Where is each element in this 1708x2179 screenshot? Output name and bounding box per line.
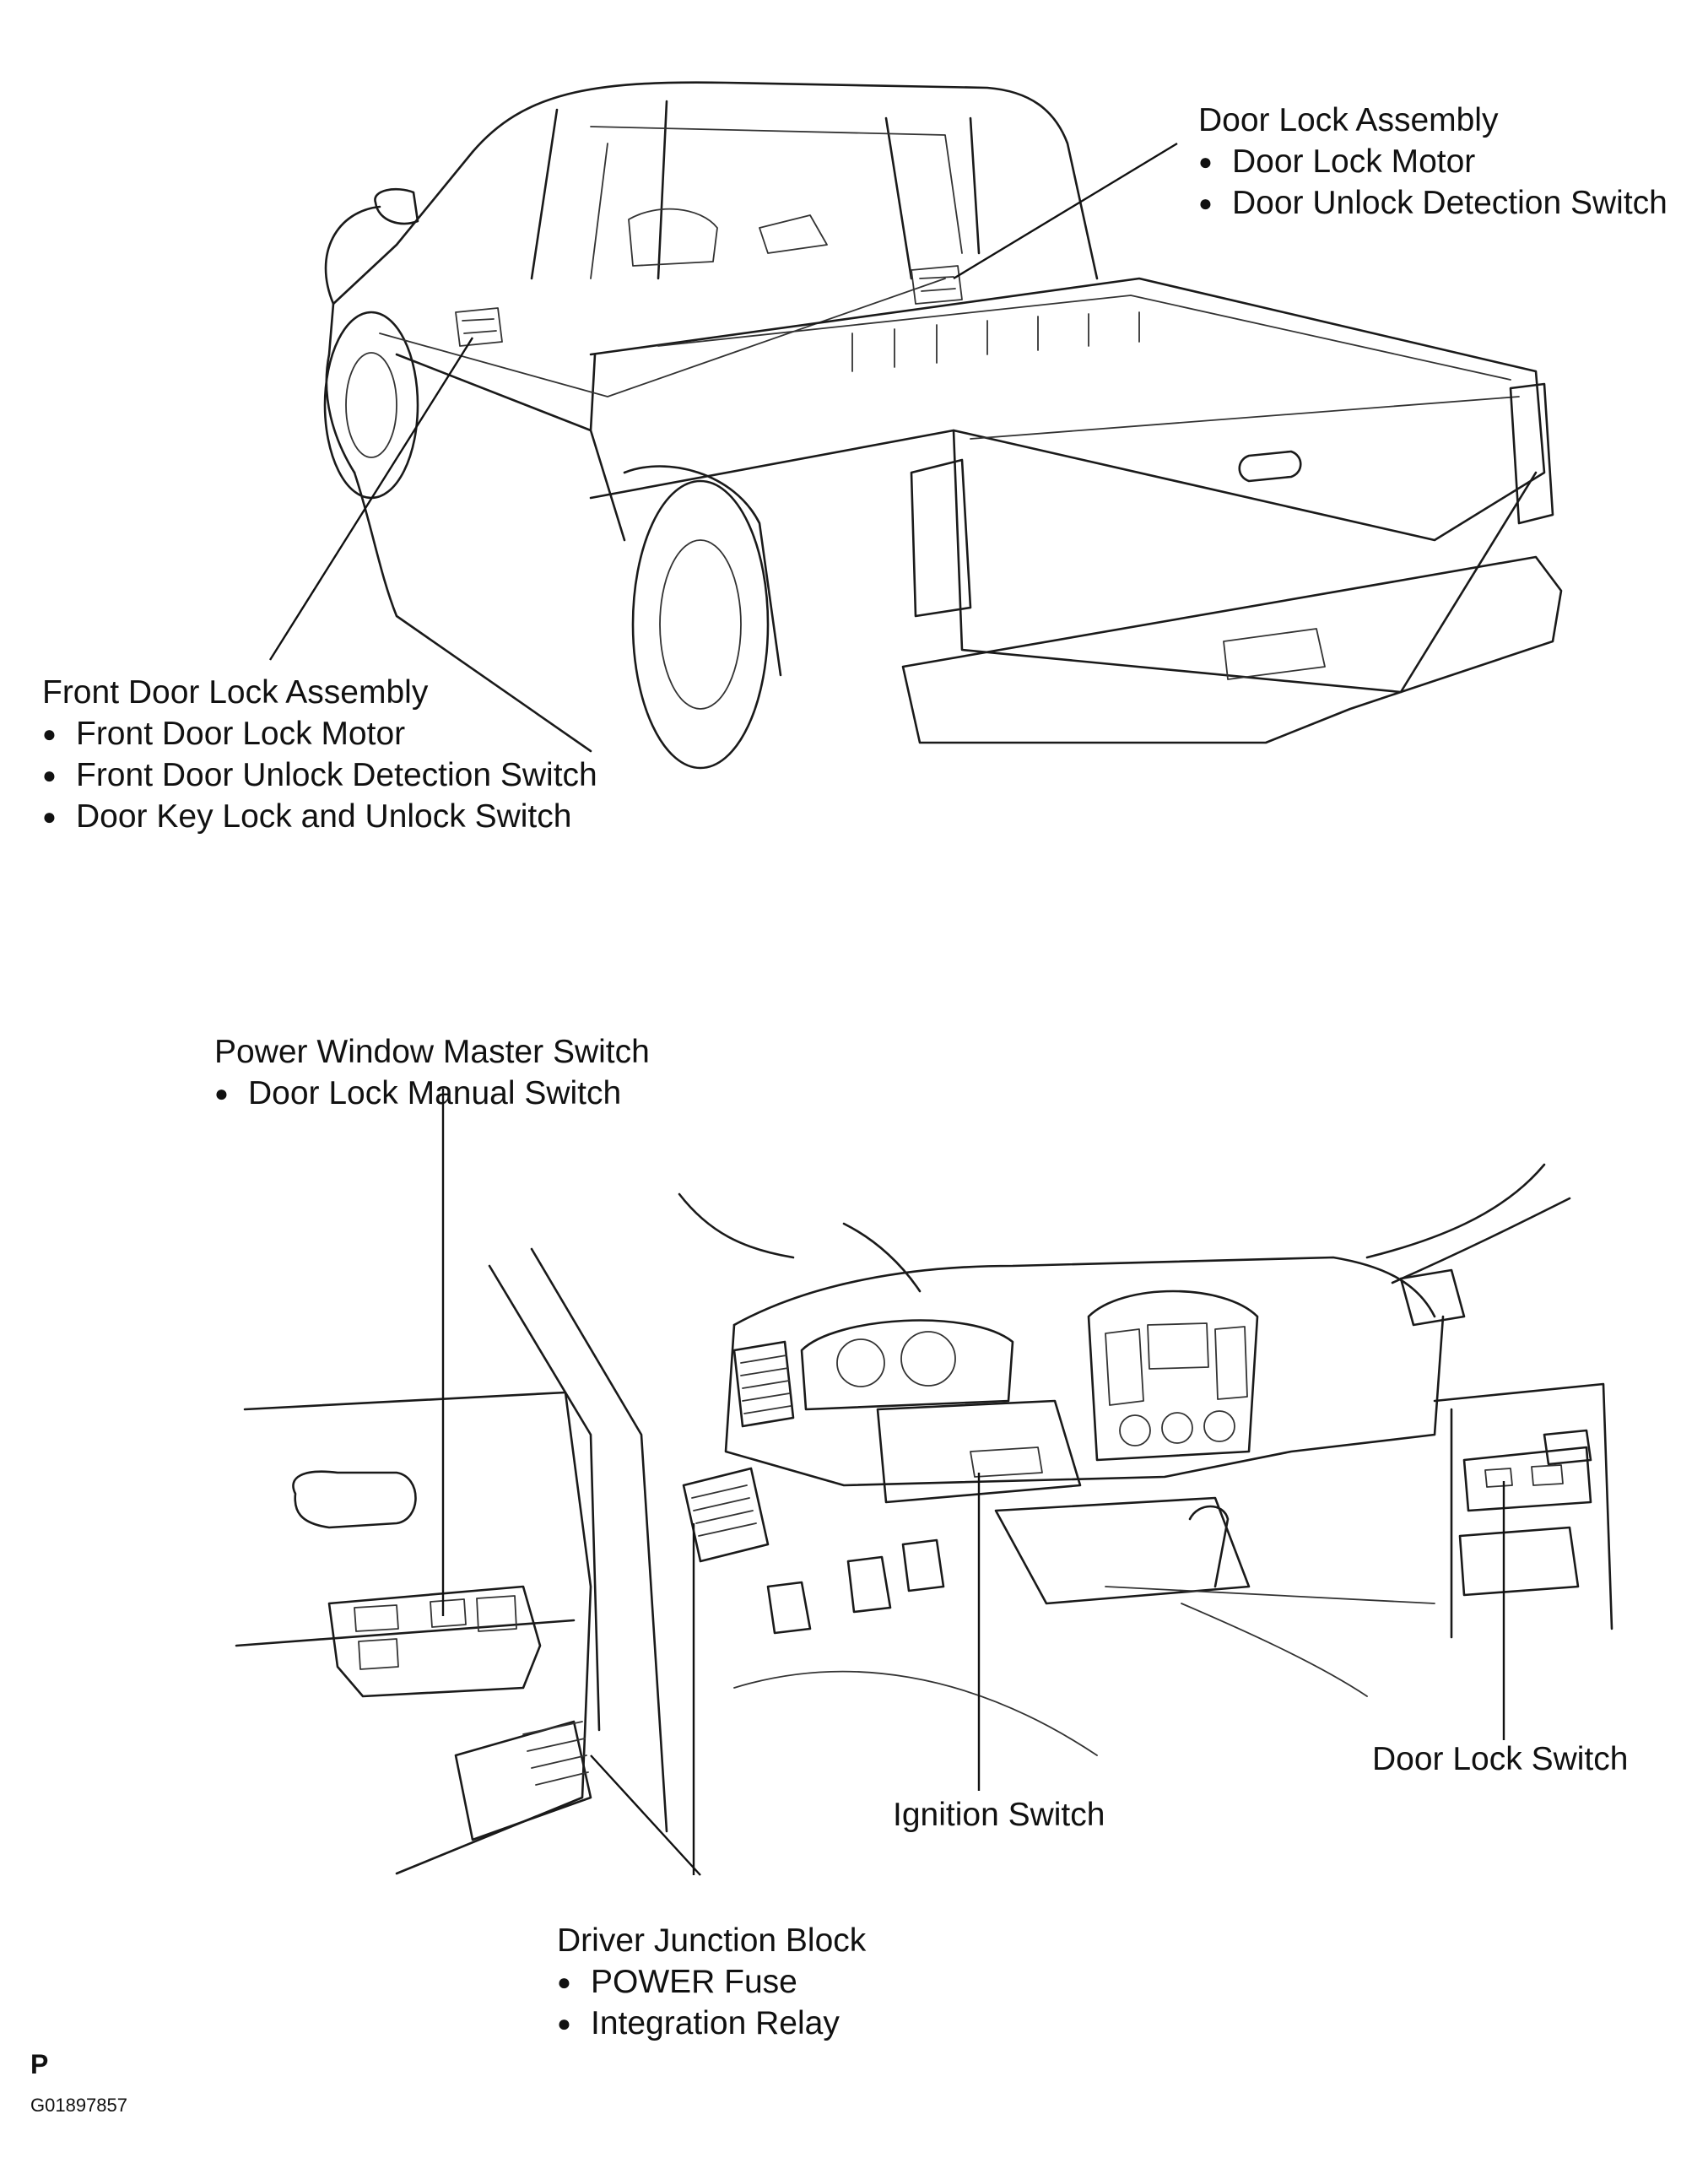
callout-item: POWER Fuse — [557, 1961, 866, 2003]
leader-junction-block-b — [590, 1755, 701, 1876]
callout-item: Door Lock Motor — [1198, 141, 1667, 182]
callout-item: Door Unlock Detection Switch — [1198, 182, 1667, 224]
callout-driver-junction-block: Driver Junction Block POWER Fuse Integra… — [557, 1920, 866, 2044]
callout-front-door-lock-assembly: Front Door Lock Assembly Front Door Lock… — [42, 672, 597, 837]
figure-id: G01897857 — [30, 2095, 127, 2116]
callout-rear-door-lock-assembly: Door Lock Assembly Door Lock Motor Door … — [1198, 100, 1667, 224]
callout-item: Door Key Lock and Unlock Switch — [42, 796, 597, 837]
pickup-truck-illustration — [323, 81, 1563, 770]
leader-front-door-lock — [268, 337, 474, 661]
page-letter: P — [30, 2049, 49, 2079]
callout-power-window-master-switch: Power Window Master Switch Door Lock Man… — [214, 1031, 650, 1114]
callout-title: Driver Junction Block — [557, 1922, 867, 1959]
cabin-interior-illustration — [235, 1163, 1613, 1875]
callout-item: Front Door Lock Motor — [42, 713, 597, 754]
callout-door-lock-switch: Door Lock Switch — [1372, 1741, 1629, 1777]
callout-item: Integration Relay — [557, 2003, 866, 2044]
callout-item: Front Door Unlock Detection Switch — [42, 754, 597, 796]
callout-ignition-switch: Ignition Switch — [893, 1797, 1105, 1833]
leader-rear-door-lock — [953, 142, 1178, 280]
callout-title: Front Door Lock Assembly — [42, 674, 429, 711]
callout-title: Power Window Master Switch — [214, 1034, 650, 1070]
callout-item: Door Lock Manual Switch — [214, 1073, 650, 1114]
callout-title: Door Lock Assembly — [1198, 102, 1499, 138]
